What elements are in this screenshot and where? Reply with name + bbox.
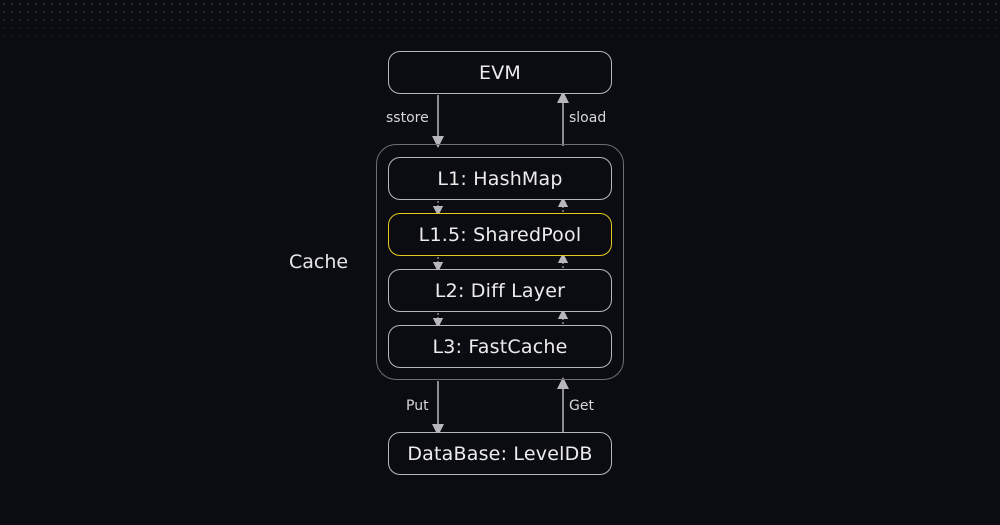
- layer-label: L2: Diff Layer: [434, 279, 566, 302]
- sstore-label: sstore: [386, 110, 429, 126]
- cache-layer-l2: L2: Diff Layer: [388, 269, 612, 312]
- evm-node: EVM: [388, 51, 612, 94]
- sload-label: sload: [569, 110, 607, 126]
- layer-label: L1: HashMap: [437, 167, 563, 190]
- dot-pattern-background: [0, 0, 1000, 50]
- put-label: Put: [406, 398, 429, 414]
- get-label: Get: [569, 398, 594, 414]
- database-label: DataBase: LevelDB: [407, 442, 593, 465]
- cache-layer-l3: L3: FastCache: [388, 325, 612, 368]
- evm-label: EVM: [479, 61, 521, 84]
- layer-label: L1.5: SharedPool: [418, 223, 582, 246]
- cache-layer-l1: L1: HashMap: [388, 157, 612, 200]
- cache-layer-l15: L1.5: SharedPool: [388, 213, 612, 256]
- database-node: DataBase: LevelDB: [388, 432, 612, 475]
- layer-label: L3: FastCache: [432, 335, 568, 358]
- cache-group: [376, 144, 624, 380]
- cache-label: Cache: [289, 251, 349, 273]
